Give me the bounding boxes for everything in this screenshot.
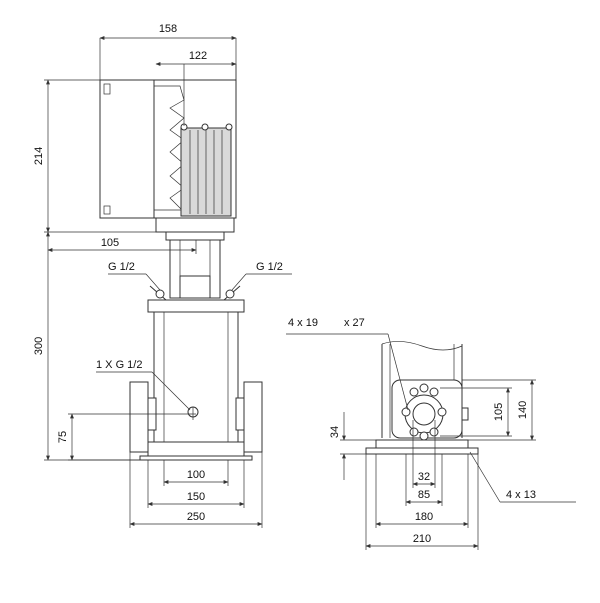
dim-top-width: 158	[99, 23, 237, 80]
pump-head	[147, 299, 245, 313]
label-port-right-text: G 1/2	[256, 261, 283, 273]
dim-shaft-offset: 105	[47, 237, 197, 254]
dim-base-inner-value: 100	[187, 469, 205, 481]
coupling-guard	[169, 239, 221, 299]
motor-terminal-box	[99, 79, 155, 219]
motor-flange	[155, 217, 235, 233]
label-drain-text: 1 X G 1/2	[96, 359, 142, 371]
dim-flange-outer-value: 140	[517, 401, 529, 419]
side-view: 4 x 19 x 27 105 140 34	[286, 317, 576, 550]
dim-motor-height-value: 214	[33, 147, 45, 165]
label-flange-holes-size: x 27	[344, 317, 365, 329]
dim-inlet-height-value: 75	[57, 431, 69, 443]
dim-base-mid-value: 150	[187, 491, 205, 503]
label-flange-holes: 4 x 19 x 27	[286, 317, 409, 411]
dim-shaft-offset-value: 105	[101, 237, 119, 249]
dim-flange-span-value: 250	[187, 511, 205, 523]
dim-base-height: 34	[329, 412, 376, 480]
dim-bore-value: 32	[418, 471, 430, 483]
dim-base-height-value: 34	[329, 426, 341, 438]
label-flange-holes-count: 4 x 19	[288, 317, 318, 329]
dim-bolt-circle: 85	[405, 454, 443, 506]
dim-base-holes-span: 180	[375, 454, 469, 528]
side-base	[365, 439, 479, 455]
front-view: 158 122 214 105 G 1/2	[33, 23, 292, 528]
dim-pump-height-value: 300	[33, 337, 45, 355]
dim-motor-height: 214	[33, 79, 156, 233]
outlet-flange-right	[235, 381, 263, 453]
dim-motor-width-value: 122	[189, 50, 207, 62]
dim-base-mid: 150	[147, 460, 245, 508]
dim-base-width-value: 210	[413, 533, 431, 545]
pump-sleeve	[153, 311, 239, 443]
label-port-left-text: G 1/2	[108, 261, 135, 273]
dim-bore: 32	[412, 420, 436, 488]
dim-bolt-circle-value: 85	[418, 489, 430, 501]
label-port-right: G 1/2	[231, 261, 292, 291]
label-base-holes-text: 4 x 13	[506, 489, 536, 501]
side-flange	[391, 379, 469, 441]
dim-inlet-height: 75	[57, 413, 196, 461]
label-base-holes: 4 x 13	[469, 451, 576, 503]
adapter-ring	[165, 231, 225, 241]
dim-base-holes-span-value: 180	[415, 511, 433, 523]
dim-flange-bolt-value: 105	[493, 403, 505, 421]
pump-base	[139, 441, 253, 461]
label-drain: 1 X G 1/2	[96, 359, 191, 411]
dim-flange-outer: 140	[462, 379, 536, 441]
drain-plug	[187, 406, 199, 420]
dim-flange-span: 250	[129, 452, 263, 528]
motor-housing	[153, 79, 237, 219]
label-port-left: G 1/2	[108, 261, 161, 291]
dim-base-width: 210	[365, 454, 479, 550]
dim-top-width-value: 158	[159, 23, 177, 35]
dim-flange-bolt: 105	[440, 387, 512, 437]
vent-port-right	[223, 285, 241, 301]
dim-motor-width: 122	[155, 50, 237, 126]
dim-base-inner: 100	[163, 460, 229, 486]
